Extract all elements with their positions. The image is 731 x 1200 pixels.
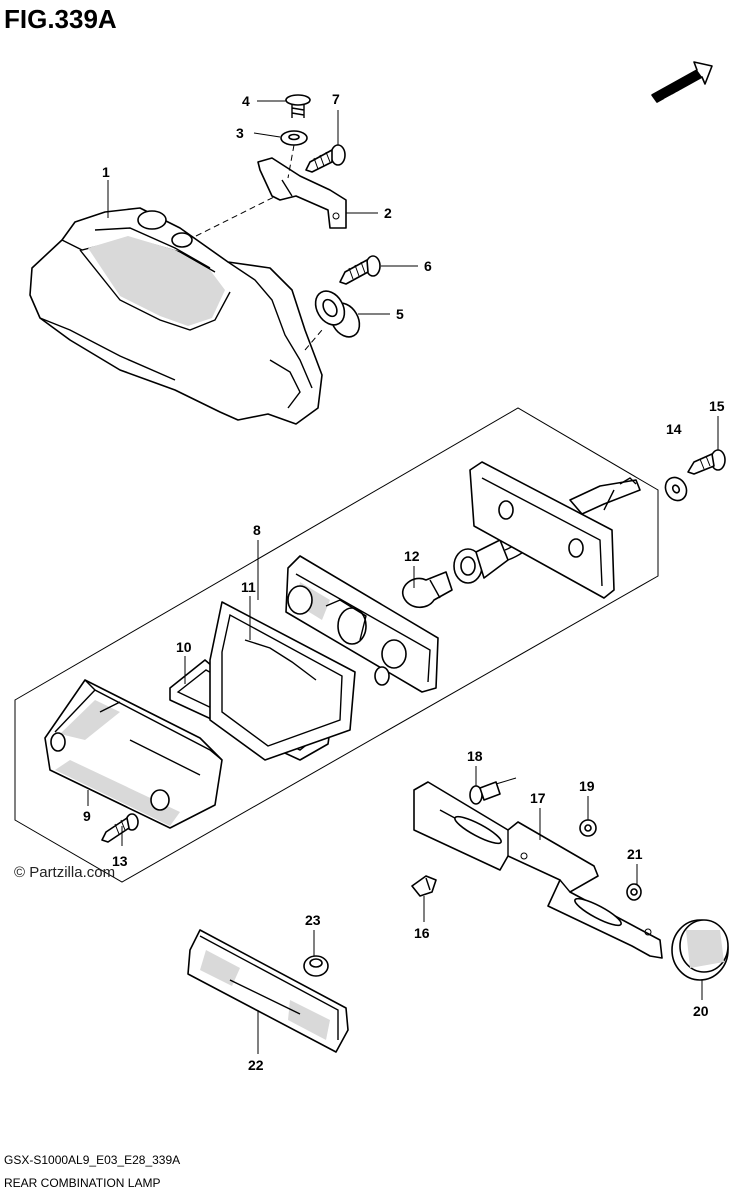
- assembly-box: [14, 407, 659, 883]
- screw-4-shape: [285, 94, 311, 118]
- watermark-text: © Partzilla.com: [14, 864, 116, 881]
- part-label-23: 23: [305, 912, 321, 928]
- reflector-20-shape: [671, 919, 729, 981]
- gasket-11-shape: [209, 601, 356, 761]
- leader-lines: [87, 100, 719, 1054]
- part-label-2: 2: [384, 205, 392, 221]
- lamp-housing-shape: [29, 207, 323, 425]
- figure-title: FIG.339A: [4, 4, 117, 34]
- figure-name: REAR COMBINATION LAMP: [4, 1176, 161, 1190]
- bolt-18-shape: [469, 781, 501, 805]
- socket-shape: [453, 509, 557, 584]
- screw-6-shape: [339, 255, 381, 285]
- part-label-10: 10: [176, 639, 192, 655]
- part-label-14: 14: [666, 421, 682, 437]
- part-label-8: 8: [253, 522, 261, 538]
- part-labels: 1 2 3 4 5 6 7 8 9 10 11 12 13 14 15 16 1…: [83, 91, 725, 1073]
- housing-plate-shape: [469, 461, 641, 599]
- part-label-17: 17: [530, 790, 546, 806]
- leader-line: [287, 144, 295, 179]
- lamp-base-shape: [285, 555, 439, 693]
- part-label-7: 7: [332, 91, 340, 107]
- washer-14-shape: [664, 476, 688, 502]
- part-label-19: 19: [579, 778, 595, 794]
- part-label-15: 15: [709, 398, 725, 414]
- part-label-18: 18: [467, 748, 483, 764]
- leader-line: [195, 195, 277, 237]
- reflector-22-shape: [187, 929, 349, 1053]
- part-label-16: 16: [414, 925, 430, 941]
- nut-21-shape: [626, 883, 642, 901]
- bulb-12-shape: [401, 571, 453, 609]
- part-label-20: 20: [693, 1003, 709, 1019]
- part-label-6: 6: [424, 258, 432, 274]
- lens-shape: [44, 679, 223, 829]
- leader-line: [304, 329, 323, 351]
- bracket-shape: [257, 157, 347, 229]
- figure-code: GSX-S1000AL9_E03_E28_339A: [4, 1153, 181, 1167]
- bracket-17-shape: [413, 781, 663, 959]
- part-label-22: 22: [248, 1057, 264, 1073]
- part-label-4: 4: [242, 93, 250, 109]
- nut-19-shape: [579, 819, 597, 837]
- part-label-13: 13: [112, 853, 128, 869]
- clip-16-shape: [411, 875, 437, 897]
- grommet-5-shape: [314, 290, 361, 338]
- part-label-9: 9: [83, 808, 91, 824]
- part-label-1: 1: [102, 164, 110, 180]
- nut-23-shape: [303, 955, 329, 977]
- part-label-5: 5: [396, 306, 404, 322]
- part-label-11: 11: [241, 579, 256, 595]
- screw-13-shape: [101, 813, 139, 843]
- fwd-arrow-icon: FWD: [651, 61, 713, 110]
- washer-3-shape: [280, 130, 308, 146]
- screw-7-shape: [305, 144, 346, 173]
- part-label-3: 3: [236, 125, 244, 141]
- part-label-12: 12: [404, 548, 420, 564]
- screw-15-shape: [687, 449, 726, 475]
- part-label-21: 21: [627, 846, 643, 862]
